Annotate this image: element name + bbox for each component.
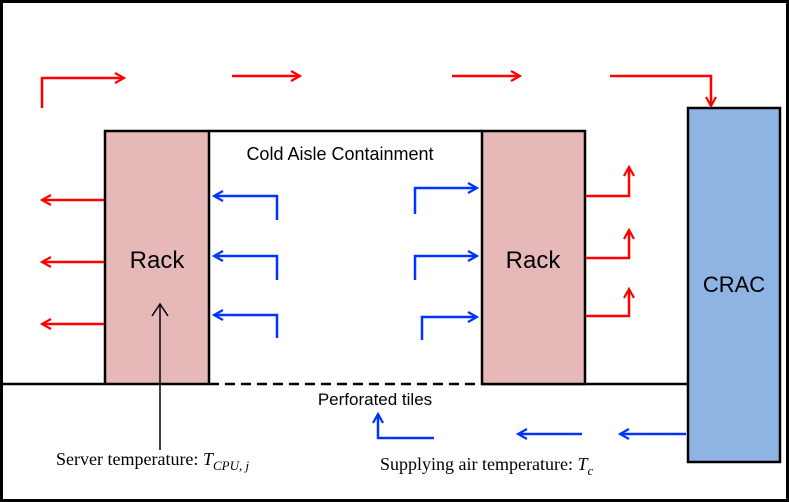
hot-air-arrow-to-crac — [610, 74, 711, 106]
supply-temp-prefix: Supplying air temperature: — [380, 454, 577, 474]
supply-temp-symbol: T — [577, 454, 589, 474]
server-temp-symbol: T — [203, 449, 215, 469]
crac-label: CRAC — [703, 272, 765, 297]
server-temp-subscript: CPU, j — [213, 458, 250, 473]
cold-aisle-label: Cold Aisle Containment — [246, 144, 433, 164]
rack-right — [480, 129, 587, 386]
cold-air-arrow-right-1 — [413, 188, 477, 214]
perforated-tiles-label: Perforated tiles — [318, 390, 432, 409]
cold-air-arrow-right-3 — [420, 317, 477, 340]
rack-left-label: Rack — [130, 247, 186, 274]
rack-left — [103, 129, 211, 386]
server-temp-prefix: Server temperature: — [56, 449, 203, 469]
hot-air-arrow-right-1 — [586, 167, 629, 198]
cold-air-arrow-right-2 — [413, 256, 477, 280]
hot-air-arrow-right-3 — [586, 289, 629, 318]
hot-air-arrow-right-2 — [586, 230, 629, 260]
cold-air-flow — [214, 188, 686, 438]
cold-air-arrow-left-3 — [214, 315, 279, 338]
server-temp-pointer-head — [151, 302, 169, 317]
hot-air-flow — [42, 76, 711, 324]
hot-air-arrow-ceiling-1 — [40, 78, 124, 108]
rack-right-label: Rack — [506, 247, 562, 274]
cold-air-arrow-left-2 — [214, 256, 279, 280]
supply-temp-label: Supplying air temperature: Tc — [380, 454, 593, 478]
cold-air-arrow-left-1 — [214, 196, 279, 220]
crac-unit — [686, 106, 782, 464]
cold-air-arrow-to-tiles — [378, 414, 434, 440]
server-temp-label: Server temperature: TCPU, j — [56, 449, 249, 473]
supply-temp-subscript: c — [587, 463, 593, 478]
